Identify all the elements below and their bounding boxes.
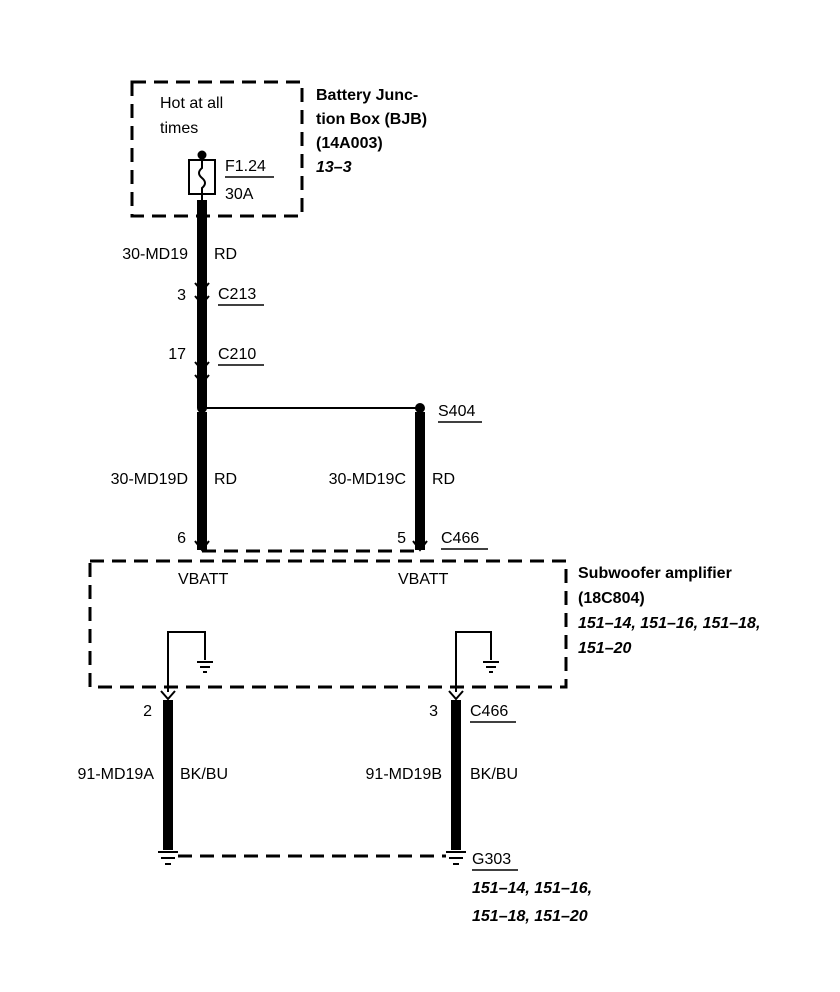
ground-ref-line1: 151–14, 151–16, bbox=[472, 880, 592, 897]
right-wire-circuit: 30-MD19C bbox=[329, 471, 406, 488]
bjb-note-line1: Hot at all bbox=[160, 95, 223, 112]
amp-name-line1: Subwoofer amplifier bbox=[578, 565, 732, 582]
ground-symbol-icon bbox=[158, 851, 178, 865]
left-ground-circuit: 91-MD19A bbox=[78, 766, 155, 783]
internal-ground-icon bbox=[167, 631, 213, 692]
main-wire-circuit: 30-MD19 bbox=[122, 246, 188, 263]
bjb-note-line2: times bbox=[160, 120, 198, 137]
c466-bottom-name: C466 bbox=[470, 703, 508, 720]
amp-vbatt-left: VBATT bbox=[178, 571, 229, 588]
right-ground-wire: 3 C466 91-MD19B BK/BU bbox=[366, 690, 518, 865]
c210-pin: 17 bbox=[168, 346, 186, 363]
bjb-name-line2: tion Box (BJB) bbox=[316, 111, 427, 128]
right-wire-color: RD bbox=[432, 471, 455, 488]
left-feed-wire: 30-MD19D RD 6 bbox=[111, 412, 237, 552]
connector-c213: 3 C213 bbox=[177, 282, 264, 306]
amp-name-line2: (18C804) bbox=[578, 590, 645, 607]
amp-ref-line2: 151–20 bbox=[578, 640, 631, 657]
amp-vbatt-right: VBATT bbox=[398, 571, 449, 588]
connector-c466-top: C466 bbox=[202, 530, 488, 553]
right-ground-circuit: 91-MD19B bbox=[366, 766, 442, 783]
splice-s404: S404 bbox=[197, 403, 482, 423]
c210-name: C210 bbox=[218, 346, 256, 363]
ground-g303: G303 151–14, 151–16, 151–18, 151–20 bbox=[178, 851, 592, 925]
left-wire-color: RD bbox=[214, 471, 237, 488]
left-ground-pin: 2 bbox=[143, 703, 152, 720]
fuse-rating: 30A bbox=[225, 186, 254, 203]
right-wire-pin: 5 bbox=[397, 530, 406, 547]
ground-symbol-icon bbox=[446, 851, 466, 865]
left-wire-pin: 6 bbox=[177, 530, 186, 547]
fuse-icon bbox=[188, 150, 216, 200]
bjb-ref: 13–3 bbox=[316, 159, 352, 176]
right-feed-wire: 30-MD19C RD 5 bbox=[329, 412, 455, 552]
main-feed-wire: 30-MD19 RD bbox=[122, 200, 237, 408]
right-ground-color: BK/BU bbox=[470, 766, 518, 783]
c466-top-name: C466 bbox=[441, 530, 479, 547]
splice-name: S404 bbox=[438, 403, 475, 420]
internal-ground-icon bbox=[455, 631, 499, 692]
subwoofer-amplifier: VBATT VBATT Subwoofer amplifier (18C804)… bbox=[88, 559, 760, 692]
left-ground-wire: 2 91-MD19A BK/BU bbox=[78, 690, 228, 865]
amp-ref-line1: 151–14, 151–16, 151–18, bbox=[578, 615, 760, 632]
c213-name: C213 bbox=[218, 286, 256, 303]
connector-c210: 17 C210 bbox=[168, 346, 264, 385]
ground-ref-line2: 151–18, 151–20 bbox=[472, 908, 588, 925]
bjb-name-line1: Battery Junc- bbox=[316, 87, 418, 104]
right-ground-pin: 3 bbox=[429, 703, 438, 720]
bjb-outline bbox=[130, 80, 304, 218]
bjb-name-line3: (14A003) bbox=[316, 135, 383, 152]
left-ground-color: BK/BU bbox=[180, 766, 228, 783]
fuse-id: F1.24 bbox=[225, 158, 266, 175]
amp-outline bbox=[88, 559, 568, 689]
battery-junction-box: Hot at all times F1.24 30A Battery Junc-… bbox=[130, 80, 427, 218]
ground-name: G303 bbox=[472, 851, 511, 868]
left-wire-circuit: 30-MD19D bbox=[111, 471, 188, 488]
c213-pin: 3 bbox=[177, 287, 186, 304]
main-wire-color: RD bbox=[214, 246, 237, 263]
